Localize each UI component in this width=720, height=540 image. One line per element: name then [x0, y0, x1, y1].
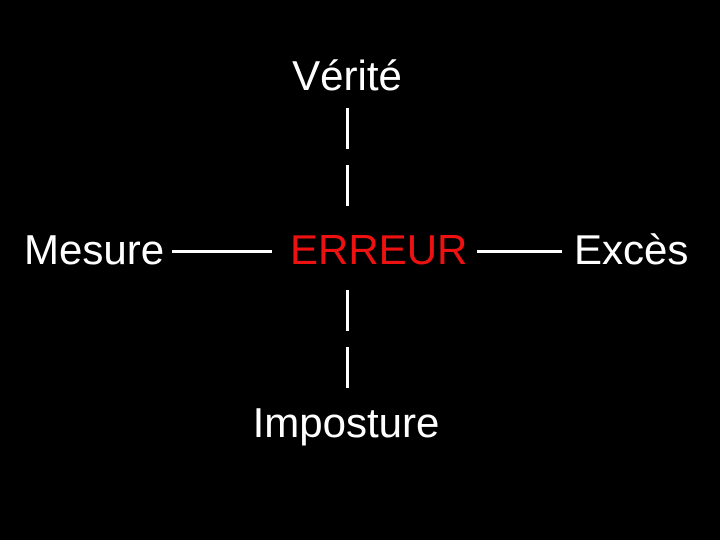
node-exces: Excès	[574, 226, 689, 273]
dashed-connector-verite-erreur	[346, 108, 349, 222]
connector-mesure-erreur	[172, 250, 272, 253]
connector-erreur-exces	[477, 250, 562, 253]
node-erreur: ERREUR	[290, 226, 468, 273]
node-mesure: Mesure	[24, 226, 165, 273]
dashed-connector-erreur-imposture	[346, 290, 349, 388]
node-verite: Vérité	[292, 52, 402, 99]
node-imposture: Imposture	[252, 399, 440, 446]
